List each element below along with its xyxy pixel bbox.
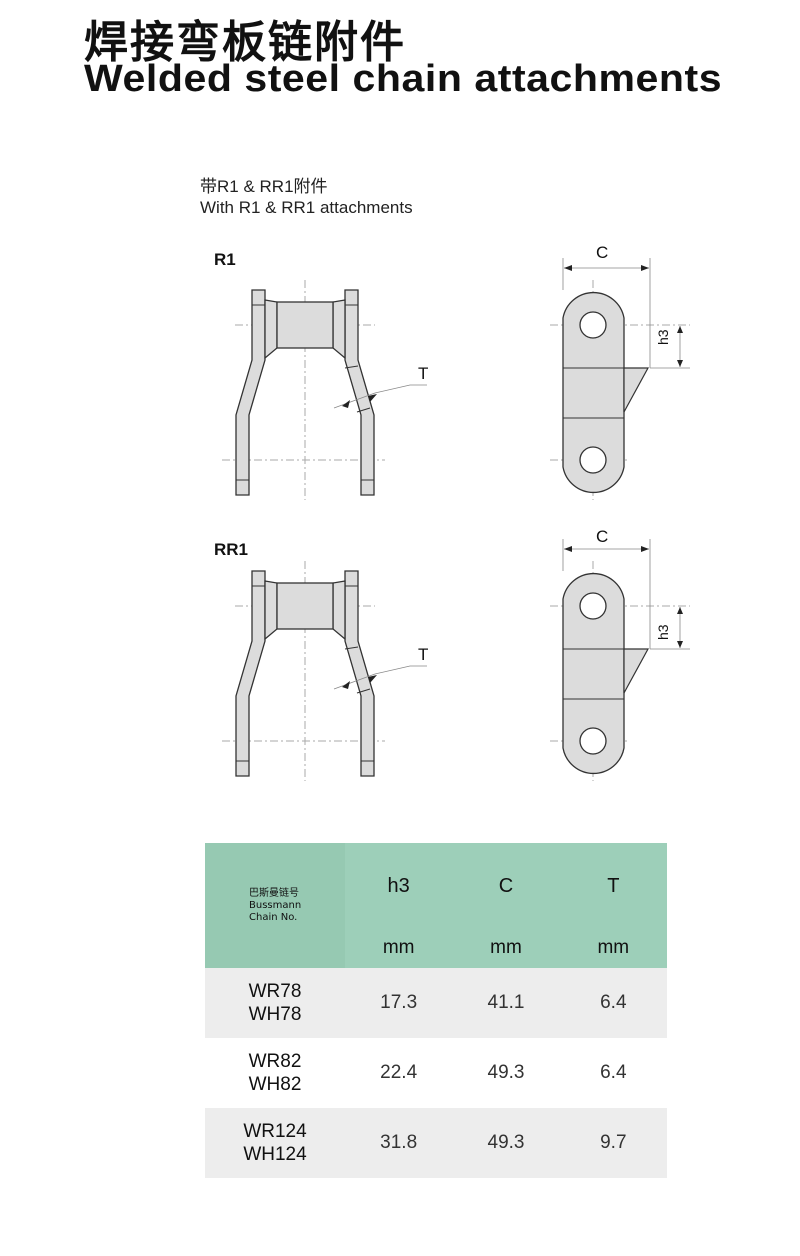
r1-dim-c: C [596,243,609,262]
h3-value: 31.8 [380,1132,418,1153]
t-value: 6.4 [600,1062,627,1083]
rr1-side-view [549,538,691,782]
c-unit: mm [490,937,522,958]
rr1-dim-h3: h3 [655,624,671,640]
t-value: 9.7 [600,1132,627,1153]
r1-dim-t: T [418,364,429,383]
r1-label: R1 [214,250,236,269]
c-symbol: C [498,875,514,897]
h3-header: h3 mm [345,843,452,968]
h3-value: 17.3 [380,992,418,1013]
c-value: 41.1 [487,992,525,1013]
r1-side-view [549,257,691,501]
h3-symbol: h3 [387,875,410,897]
c-value: 49.3 [487,1132,525,1153]
h3-value: 22.4 [380,1062,418,1083]
h3-unit: mm [382,937,415,958]
chain-no-header: 巴斯曼链号 Bussmann Chain No. [205,843,345,968]
c-value: 49.3 [487,1062,525,1083]
chain-no-1: WR78 [248,981,302,1002]
chain-no-1: WR82 [248,1051,302,1072]
rr1-dim-t: T [418,645,429,664]
chain-no-en2: Chain No. [249,911,298,923]
chain-no-en1: Bussmann [249,899,302,911]
chain-no-cn: 巴斯曼链号 [249,887,299,899]
r1-dim-h3: h3 [655,329,671,345]
subtitle-chinese: 带R1 & RR1附件 [200,177,328,196]
subtitle-english: With R1 & RR1 attachments [200,198,413,217]
chain-no-1: WR124 [243,1121,307,1142]
t-value: 6.4 [600,992,627,1013]
chain-no-2: WH78 [248,1004,302,1025]
rr1-front-view [221,560,428,782]
title-chinese: 焊接弯板链附件 [84,17,406,68]
rr1-dim-c: C [596,527,609,546]
title-english: Welded steel chain attachments [84,58,723,100]
r1-front-view [221,279,428,501]
chain-no-2: WH124 [243,1144,307,1165]
rr1-label: RR1 [214,540,249,559]
t-unit: mm [597,937,630,958]
chain-no-2: WH82 [248,1074,302,1095]
t-symbol: T [607,875,620,897]
drawings [221,257,691,782]
